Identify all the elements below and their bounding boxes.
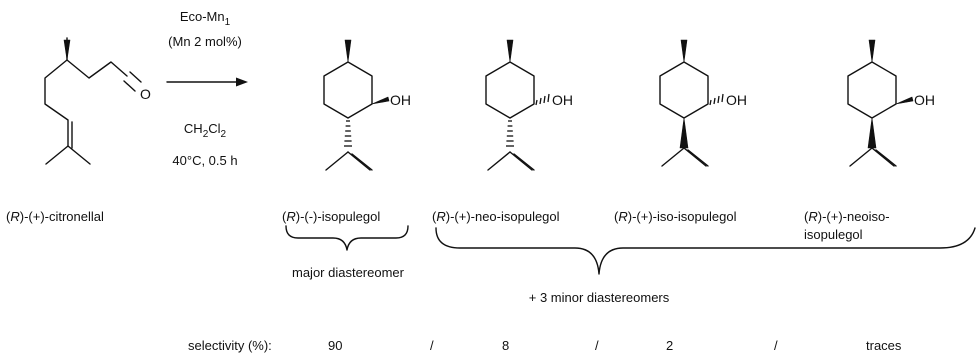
iso-isopulegol-structure: OH xyxy=(659,39,747,167)
isopulegol-label: (R)-(-)-isopulegol xyxy=(282,209,380,224)
citronellal-structure: O xyxy=(44,37,151,165)
selectivity-value-iso-isopulegol: 2 xyxy=(666,338,673,353)
citronellal-label: (R)-(+)-citronellal xyxy=(6,209,104,224)
major-diastereomer-label: major diastereomer xyxy=(292,265,405,280)
iso-isopulegol-label: (R)-(+)-iso-isopulegol xyxy=(614,209,737,224)
neoiso-isopulegol-label: (R)-(+)-neoiso- xyxy=(804,209,890,224)
temperature-time-label: 40°C, 0.5 h xyxy=(172,153,237,168)
catalyst-label: Eco-Mn1 xyxy=(180,9,231,28)
selectivity-value-isopulegol: 90 xyxy=(328,338,342,353)
neoiso-isopulegol-structure: OH xyxy=(847,39,935,167)
iso-isopulegol-hydroxyl: OH xyxy=(726,92,747,108)
neo-isopulegol-label: (R)-(+)-neo-isopulegol xyxy=(432,209,560,224)
minor-brace xyxy=(435,227,976,275)
neo-isopulegol-structure: OH xyxy=(485,39,573,171)
neoiso-isopulegol-hydroxyl: OH xyxy=(914,92,935,108)
minor-diastereomers-label: + 3 minor diastereomers xyxy=(529,290,670,305)
selectivity-value-neoiso-isopulegol: traces xyxy=(866,338,902,353)
selectivity-separator: / xyxy=(595,338,599,353)
major-brace xyxy=(285,225,409,251)
citronellal-oxygen-atom: O xyxy=(140,86,151,102)
catalyst-loading-label: (Mn 2 mol%) xyxy=(168,34,242,49)
reaction-arrow xyxy=(166,77,248,87)
isopulegol-structure: OH xyxy=(323,39,411,171)
neoiso-isopulegol-label-line2: isopulegol xyxy=(804,227,863,242)
neo-isopulegol-hydroxyl: OH xyxy=(552,92,573,108)
selectivity-value-neo-isopulegol: 8 xyxy=(502,338,509,353)
selectivity-label: selectivity (%): xyxy=(188,338,272,353)
selectivity-separator: / xyxy=(774,338,778,353)
selectivity-separator: / xyxy=(430,338,434,353)
solvent-label: CH2Cl2 xyxy=(184,121,227,140)
isopulegol-hydroxyl: OH xyxy=(390,92,411,108)
